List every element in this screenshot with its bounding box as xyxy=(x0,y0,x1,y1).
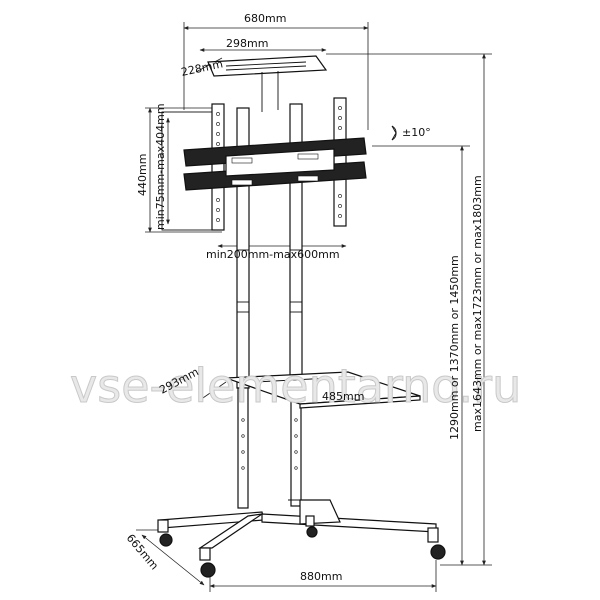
label-bracket-height: 440mm xyxy=(136,154,149,196)
label-center-heights: 1290mm or 1370mm or 1450mm xyxy=(448,255,461,440)
tilt-indicator xyxy=(391,125,397,141)
watermark-text: vse-elementarno.ru xyxy=(70,359,521,413)
label-tray-width: 298mm xyxy=(226,37,268,50)
label-vesa-horizontal: min200mm-max600mm xyxy=(206,248,340,261)
label-base-depth: 665mm xyxy=(124,532,161,573)
vesa-bracket xyxy=(183,97,367,231)
label-tilt: ±10° xyxy=(402,126,431,139)
bracket-holes xyxy=(216,106,342,470)
stand-base xyxy=(159,499,437,549)
label-top-width: 680mm xyxy=(244,12,286,25)
middle-shelf xyxy=(225,371,421,409)
top-camera-tray xyxy=(207,55,328,112)
label-total-heights: max1643mm or max1723mm or max1803mm xyxy=(471,175,484,432)
bracket-outline xyxy=(161,111,221,231)
label-vesa-vertical: min75mm-max404mm xyxy=(154,103,167,230)
dimension-lines xyxy=(136,22,492,592)
caster-wheels xyxy=(157,515,446,578)
label-base-width: 880mm xyxy=(300,570,342,583)
label-shelf-width: 485mm xyxy=(322,390,364,403)
